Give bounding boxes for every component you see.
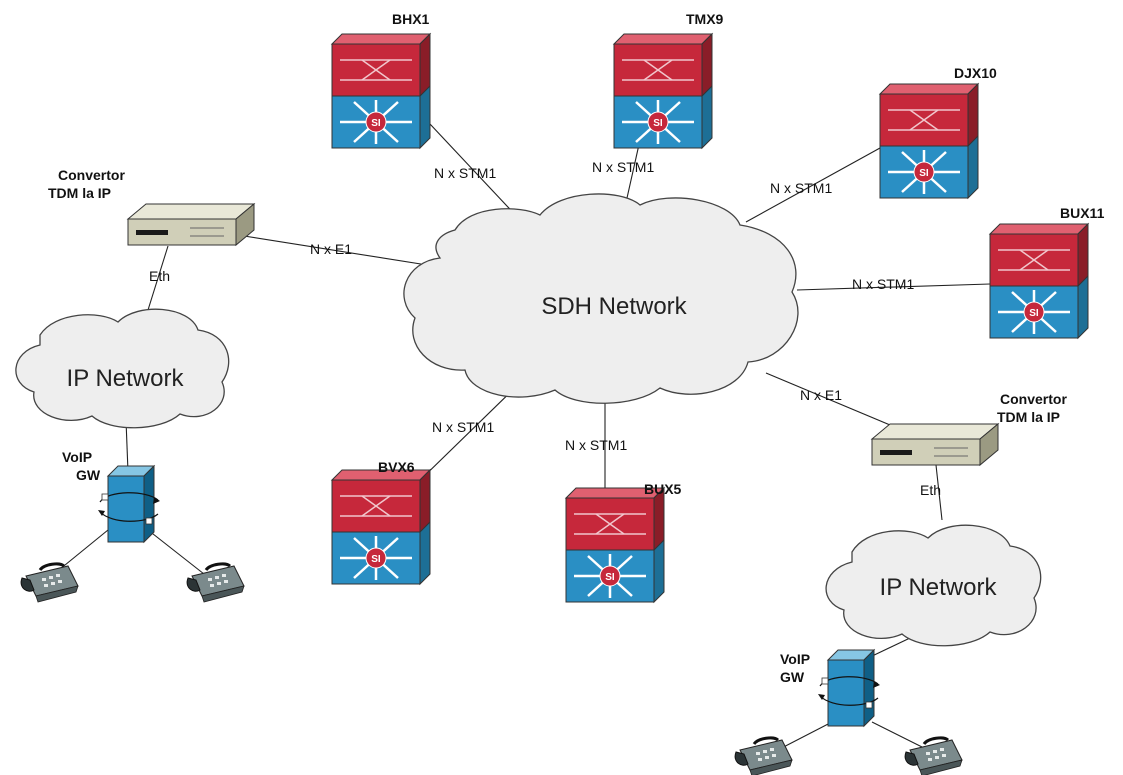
router-si-labels: SI SI SI SI SI SI [371, 118, 1039, 583]
router-bvx6: BVX6 [330, 459, 432, 586]
router-djx10: DJX10 [878, 65, 997, 200]
converter-right: Convertor TDM la IP [871, 391, 1067, 466]
link-conv-left [243, 235, 447, 269]
converter-left: Convertor TDM la IP [48, 167, 255, 246]
sdh-network-label: SDH Network [541, 293, 687, 320]
phone-right-2-icon [903, 736, 964, 775]
router-si-label: SI [653, 118, 663, 129]
phone-left-1-icon [19, 562, 80, 604]
converter-left-line2: TDM la IP [48, 185, 111, 201]
router-bux5-label: BUX5 [644, 481, 682, 497]
router-bvx6-label: BVX6 [378, 459, 415, 475]
router-si-label: SI [1029, 308, 1039, 319]
phone-right-1-icon [733, 736, 794, 775]
link-label-bhx1: N x STM1 [434, 165, 496, 181]
link-eth-left [147, 245, 169, 311]
link-labels: N x STM1 N x STM1 N x STM1 N x STM1 N x … [149, 159, 941, 498]
router-si-label: SI [919, 168, 929, 179]
link-label-eth-left: Eth [149, 268, 170, 284]
ip-network-left-label: IP Network [67, 365, 185, 392]
router-si-label: SI [371, 554, 381, 565]
ip-network-right-label: IP Network [880, 574, 998, 601]
router-bux11: BUX11 [988, 205, 1105, 340]
link-gw-left-phone2 [147, 529, 205, 575]
link-label-tmx9: N x STM1 [592, 159, 654, 175]
voip-gateway-right-line2: GW [780, 669, 805, 685]
link-conv-right [765, 372, 891, 426]
phone-left-2-icon [185, 562, 246, 604]
router-tmx9: TMX9 [612, 11, 724, 150]
link-ip-left-gw [125, 419, 129, 473]
link-label-bux11: N x STM1 [852, 276, 914, 292]
link-label-conv-left: N x E1 [310, 241, 352, 257]
router-si-label: SI [605, 572, 615, 583]
link-ip-right-gw [867, 637, 911, 659]
router-bhx1: BHX1 [330, 11, 432, 150]
voip-gateway-right-line1: VoIP [780, 651, 810, 667]
ip-network-right-cloud: IP Network [825, 524, 1042, 647]
voip-gateway-left-line1: VoIP [62, 449, 92, 465]
router-bux11-label: BUX11 [1060, 205, 1105, 221]
link-label-bux5: N x STM1 [565, 437, 627, 453]
link-eth-right [935, 464, 943, 521]
router-bhx1-label: BHX1 [392, 11, 430, 27]
link-bhx1 [429, 123, 523, 223]
voip-gateway-left-line2: GW [76, 467, 101, 483]
link-label-djx10: N x STM1 [770, 180, 832, 196]
link-label-conv-right: N x E1 [800, 387, 842, 403]
voip-gateway-left: VoIP GW [62, 449, 161, 543]
router-djx10-label: DJX10 [954, 65, 997, 81]
link-label-eth-right: Eth [920, 482, 941, 498]
voip-gateway-right: VoIP GW [780, 649, 881, 727]
router-tmx9-label: TMX9 [686, 11, 724, 27]
router-bux5: BUX5 [564, 481, 682, 604]
converter-left-line1: Convertor [58, 167, 125, 183]
converter-right-line2: TDM la IP [997, 409, 1060, 425]
converter-right-line1: Convertor [1000, 391, 1067, 407]
ip-network-left-cloud: IP Network [15, 308, 230, 429]
link-label-bvx6: N x STM1 [432, 419, 494, 435]
router-si-label: SI [371, 118, 381, 129]
link-bux11 [796, 283, 991, 291]
sdh-network-cloud: SDH Network [403, 193, 799, 404]
link-djx10 [745, 147, 881, 223]
link-tmx9 [626, 139, 641, 199]
